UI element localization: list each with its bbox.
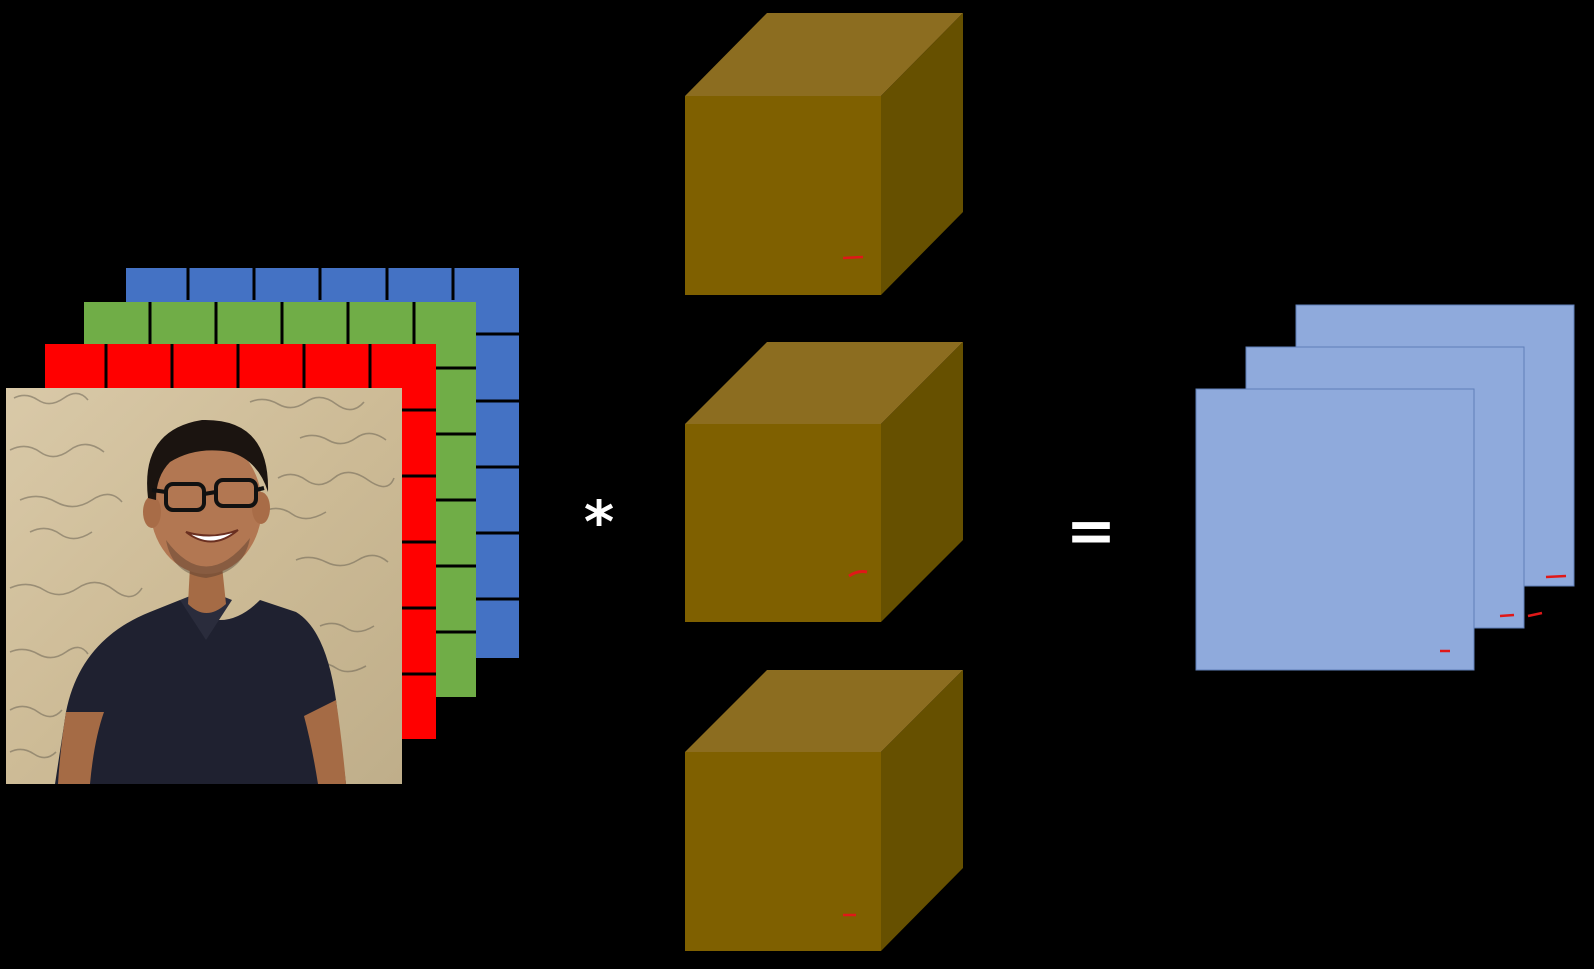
filter-cube-1 xyxy=(685,13,963,295)
cube-front-face xyxy=(685,96,881,295)
filter-cube-2 xyxy=(685,342,963,622)
input-volume xyxy=(6,268,519,784)
cube-front-face xyxy=(685,752,881,951)
convolution-operator: * xyxy=(584,488,614,556)
cube-front-face xyxy=(685,424,881,622)
equals-operator: = xyxy=(1066,496,1116,566)
cube-top-face xyxy=(685,670,963,752)
filter-cube-3 xyxy=(685,670,963,951)
cube-top-face xyxy=(685,13,963,96)
person-photo xyxy=(6,388,402,784)
cube-side-face xyxy=(881,13,963,295)
output-map-1 xyxy=(1195,388,1475,671)
cube-side-face xyxy=(881,342,963,622)
cube-side-face xyxy=(881,670,963,951)
cube-top-face xyxy=(685,342,963,424)
output-volume xyxy=(1195,304,1575,671)
